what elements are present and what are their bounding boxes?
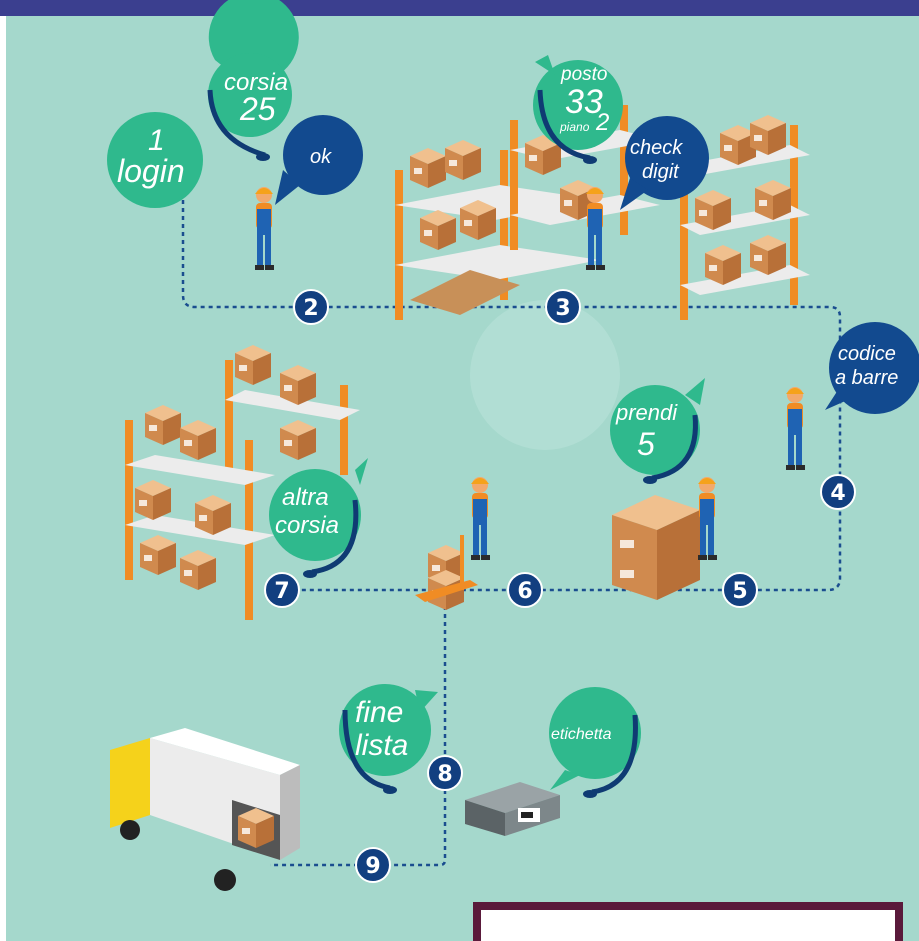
posto-number: 33 [565, 83, 603, 121]
fine-label: fine [355, 696, 403, 729]
corsia-label: corsia [224, 69, 288, 96]
etichetta-bubble: etichetta [549, 687, 641, 798]
step-8-marker: 8 [427, 755, 463, 791]
step-3-number: 3 [555, 296, 570, 321]
pallet-jack-icon [415, 535, 478, 610]
prendi-label: prendi [615, 400, 678, 425]
prendi-number: 5 [637, 426, 655, 462]
altra-corsia-bubble: altra corsia [269, 458, 368, 578]
step-7-marker: 7 [264, 572, 300, 608]
step-3-marker: 3 [545, 289, 581, 325]
etichetta-label: etichetta [551, 726, 612, 743]
login-bubble: 1 login [107, 112, 203, 208]
step-5-number: 5 [732, 579, 747, 604]
check-label: check [630, 137, 683, 159]
prendi-bubble: prendi 5 [610, 378, 705, 484]
delivery-truck-icon [110, 728, 300, 891]
label-printer-icon [465, 782, 560, 836]
ok-label: ok [310, 146, 332, 168]
corsia-bubble: corsia 25 [207, 0, 299, 161]
ok-bubble: ok [275, 115, 363, 205]
step-6-number: 6 [517, 579, 532, 604]
step-4-marker: 4 [820, 474, 856, 510]
shelf-unit-top-center [395, 140, 600, 320]
step-7-number: 7 [274, 579, 289, 604]
posto-bubble: posto 33 piano 2 [533, 55, 623, 164]
step-9-marker: 9 [355, 847, 391, 883]
posto-label: posto [560, 64, 607, 85]
step-4-number: 4 [830, 481, 845, 506]
top-bar [0, 0, 919, 16]
piano-number: 2 [595, 109, 609, 136]
shelf-unit-left [125, 345, 360, 620]
left-edge-strip [0, 16, 6, 941]
a-barre-label: a barre [835, 367, 898, 389]
step-2-marker: 2 [293, 289, 329, 325]
empty-frame [473, 902, 903, 941]
lista-label: lista [355, 729, 408, 762]
check-digit-bubble: check digit [620, 116, 709, 210]
workflow-path [181, 200, 842, 867]
corsia-2-label: corsia [275, 512, 339, 539]
codice-label: codice [838, 343, 896, 365]
login-step-number: 1 [148, 124, 165, 157]
codice-bubble: codice a barre [825, 322, 919, 414]
login-label: login [117, 153, 185, 189]
center-glow [470, 300, 620, 450]
step-5-marker: 5 [722, 572, 758, 608]
step-9-number: 9 [365, 854, 380, 879]
shelf-unit-top-right [680, 115, 810, 320]
step-6-marker: 6 [507, 572, 543, 608]
digit-label: digit [642, 161, 680, 183]
box-stack-step5 [612, 495, 700, 600]
step-8-number: 8 [437, 762, 452, 787]
step-2-number: 2 [303, 296, 318, 321]
fine-lista-bubble: fine lista [339, 684, 438, 794]
altra-label: altra [282, 484, 329, 511]
corsia-number: 25 [239, 91, 276, 127]
piano-label: piano [559, 120, 590, 134]
